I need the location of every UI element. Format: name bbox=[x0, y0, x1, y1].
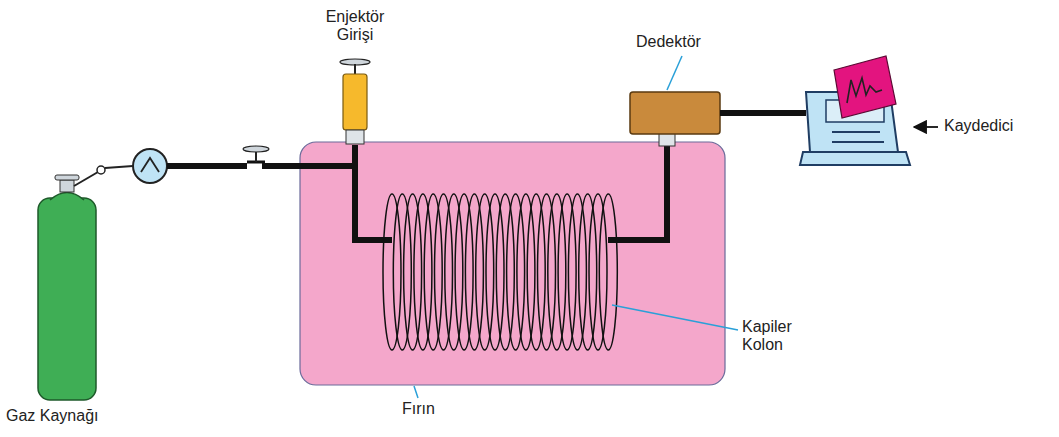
coil-winding bbox=[476, 194, 494, 350]
leader-line bbox=[414, 386, 418, 398]
coil-winding bbox=[393, 194, 411, 350]
part-label: Enjektör Girişi bbox=[312, 8, 398, 45]
coil-winding bbox=[383, 194, 401, 350]
leader-line bbox=[612, 305, 738, 330]
coil-winding bbox=[455, 194, 473, 350]
oven bbox=[300, 142, 725, 385]
injector bbox=[340, 59, 370, 144]
coil-winding bbox=[486, 194, 504, 350]
coil-winding bbox=[517, 194, 535, 350]
coil-winding bbox=[404, 194, 422, 350]
recorder bbox=[800, 56, 910, 165]
coil-winding bbox=[414, 194, 432, 350]
part-label: Kapiler Kolon bbox=[742, 318, 814, 355]
coil-winding bbox=[465, 194, 483, 350]
part-label: Dedektör bbox=[636, 33, 736, 51]
capillary-coil bbox=[383, 194, 617, 350]
detector-line bbox=[608, 146, 670, 243]
part-label: Kaydedici bbox=[944, 117, 1054, 135]
coil-winding bbox=[507, 194, 525, 350]
coil-winding bbox=[496, 194, 514, 350]
detector bbox=[630, 92, 806, 146]
part-label: Fırın bbox=[402, 400, 482, 418]
coil-winding bbox=[527, 194, 545, 350]
coil-winding bbox=[568, 194, 586, 350]
coil-winding bbox=[589, 194, 607, 350]
coil-winding bbox=[558, 194, 576, 350]
gas-line bbox=[167, 145, 392, 243]
leader-line bbox=[667, 56, 682, 90]
gas-cylinder bbox=[38, 166, 133, 400]
pressure-gauge bbox=[133, 149, 167, 183]
coil-winding bbox=[548, 194, 566, 350]
coil-winding bbox=[599, 194, 617, 350]
coil-winding bbox=[424, 194, 442, 350]
needle-valve bbox=[243, 146, 269, 162]
leader-arrow bbox=[914, 126, 938, 128]
coil-winding bbox=[579, 194, 597, 350]
coil-winding bbox=[435, 194, 453, 350]
part-label: Gaz Kaynağı bbox=[6, 407, 136, 425]
coil-winding bbox=[538, 194, 556, 350]
coil-winding bbox=[445, 194, 463, 350]
